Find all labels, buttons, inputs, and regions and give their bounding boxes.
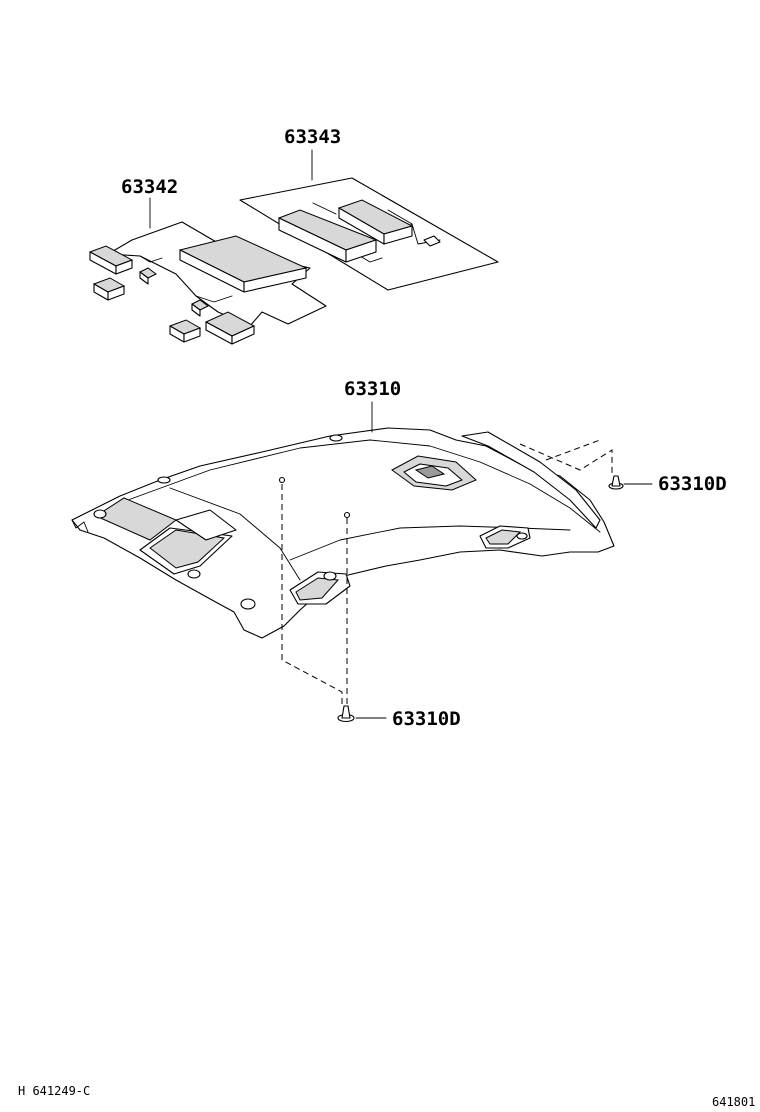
illustration-number: 641801 <box>712 1095 756 1109</box>
clip-hole-6 <box>329 434 343 442</box>
diagram-code: H 641249-C <box>18 1084 91 1098</box>
clip-hole-3 <box>240 598 256 610</box>
part-number-63342[interactable]: 63342 <box>121 176 179 198</box>
assembly-lines <box>281 439 613 708</box>
headliner-63310 <box>71 427 615 639</box>
clip-hole-1 <box>93 509 107 519</box>
clip-hole-7 <box>157 476 171 484</box>
part-number-63343[interactable]: 63343 <box>284 126 342 148</box>
silencer-pad-63343 <box>239 177 499 291</box>
clip-63310D-bottom <box>337 705 355 723</box>
part-number-63310[interactable]: 63310 <box>344 378 402 400</box>
part-number-63310D-right[interactable]: 63310D <box>658 473 727 495</box>
part-number-63310D-bottom[interactable]: 63310D <box>392 708 461 730</box>
clip-hole-4 <box>323 571 337 581</box>
silencer-pad-63342 <box>88 221 327 345</box>
clip-hole-2 <box>187 569 201 579</box>
clip-hole-5 <box>516 532 528 540</box>
clip-63310D-right <box>608 475 624 490</box>
